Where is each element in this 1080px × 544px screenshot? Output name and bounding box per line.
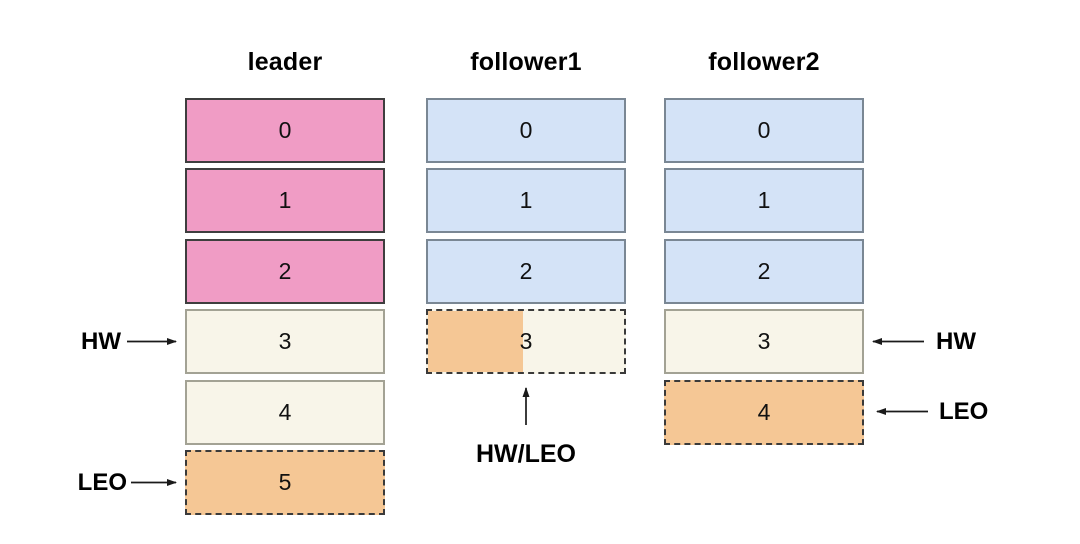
leo-label-follower2: LEO <box>939 398 989 425</box>
column-header-leader: leader <box>247 48 323 76</box>
log-entry-follower2-1: 1 <box>664 168 864 233</box>
log-entry-follower2-3: 3 <box>664 309 864 374</box>
log-entry-follower2-0: 0 <box>664 98 864 163</box>
new-record-portion <box>428 311 524 372</box>
hw-leo-label-follower1: HW/LEO <box>476 440 576 468</box>
log-entry-offset-label: 5 <box>278 469 292 495</box>
log-entry-follower1-2: 2 <box>426 239 626 304</box>
log-entry-offset-label: 1 <box>278 187 292 213</box>
log-entry-offset-label: 2 <box>278 258 292 284</box>
log-entry-offset-label: 0 <box>757 117 771 143</box>
log-entry-leader-5: 5 <box>185 450 385 515</box>
log-entry-offset-label: 4 <box>757 399 771 425</box>
column-header-follower1: follower1 <box>470 48 582 76</box>
hw-label-follower2: HW <box>936 328 976 355</box>
log-entry-offset-label: 3 <box>278 328 292 354</box>
log-entry-offset-label: 3 <box>757 328 771 354</box>
log-entry-offset-label: 2 <box>757 258 771 284</box>
log-entry-offset-label: 1 <box>519 187 533 213</box>
log-entry-offset-label: 4 <box>278 399 292 425</box>
log-entry-leader-1: 1 <box>185 168 385 233</box>
log-entry-follower2-4: 4 <box>664 380 864 445</box>
column-header-follower2: follower2 <box>708 48 820 76</box>
log-entry-leader-3: 3 <box>185 309 385 374</box>
log-entry-offset-label: 1 <box>757 187 771 213</box>
leo-label-leader: LEO <box>77 469 127 496</box>
log-entry-leader-2: 2 <box>185 239 385 304</box>
log-entry-leader-4: 4 <box>185 380 385 445</box>
log-entry-offset-label: 0 <box>278 117 292 143</box>
log-entry-follower1-1: 1 <box>426 168 626 233</box>
log-entry-follower1-0: 0 <box>426 98 626 163</box>
log-entry-offset-label: 3 <box>519 328 533 354</box>
log-entry-follower2-2: 2 <box>664 239 864 304</box>
log-entry-follower1-3: 3 <box>426 309 626 374</box>
log-entry-leader-0: 0 <box>185 98 385 163</box>
hw-label-leader: HW <box>81 328 121 355</box>
log-entry-offset-label: 0 <box>519 117 533 143</box>
log-entry-offset-label: 2 <box>519 258 533 284</box>
